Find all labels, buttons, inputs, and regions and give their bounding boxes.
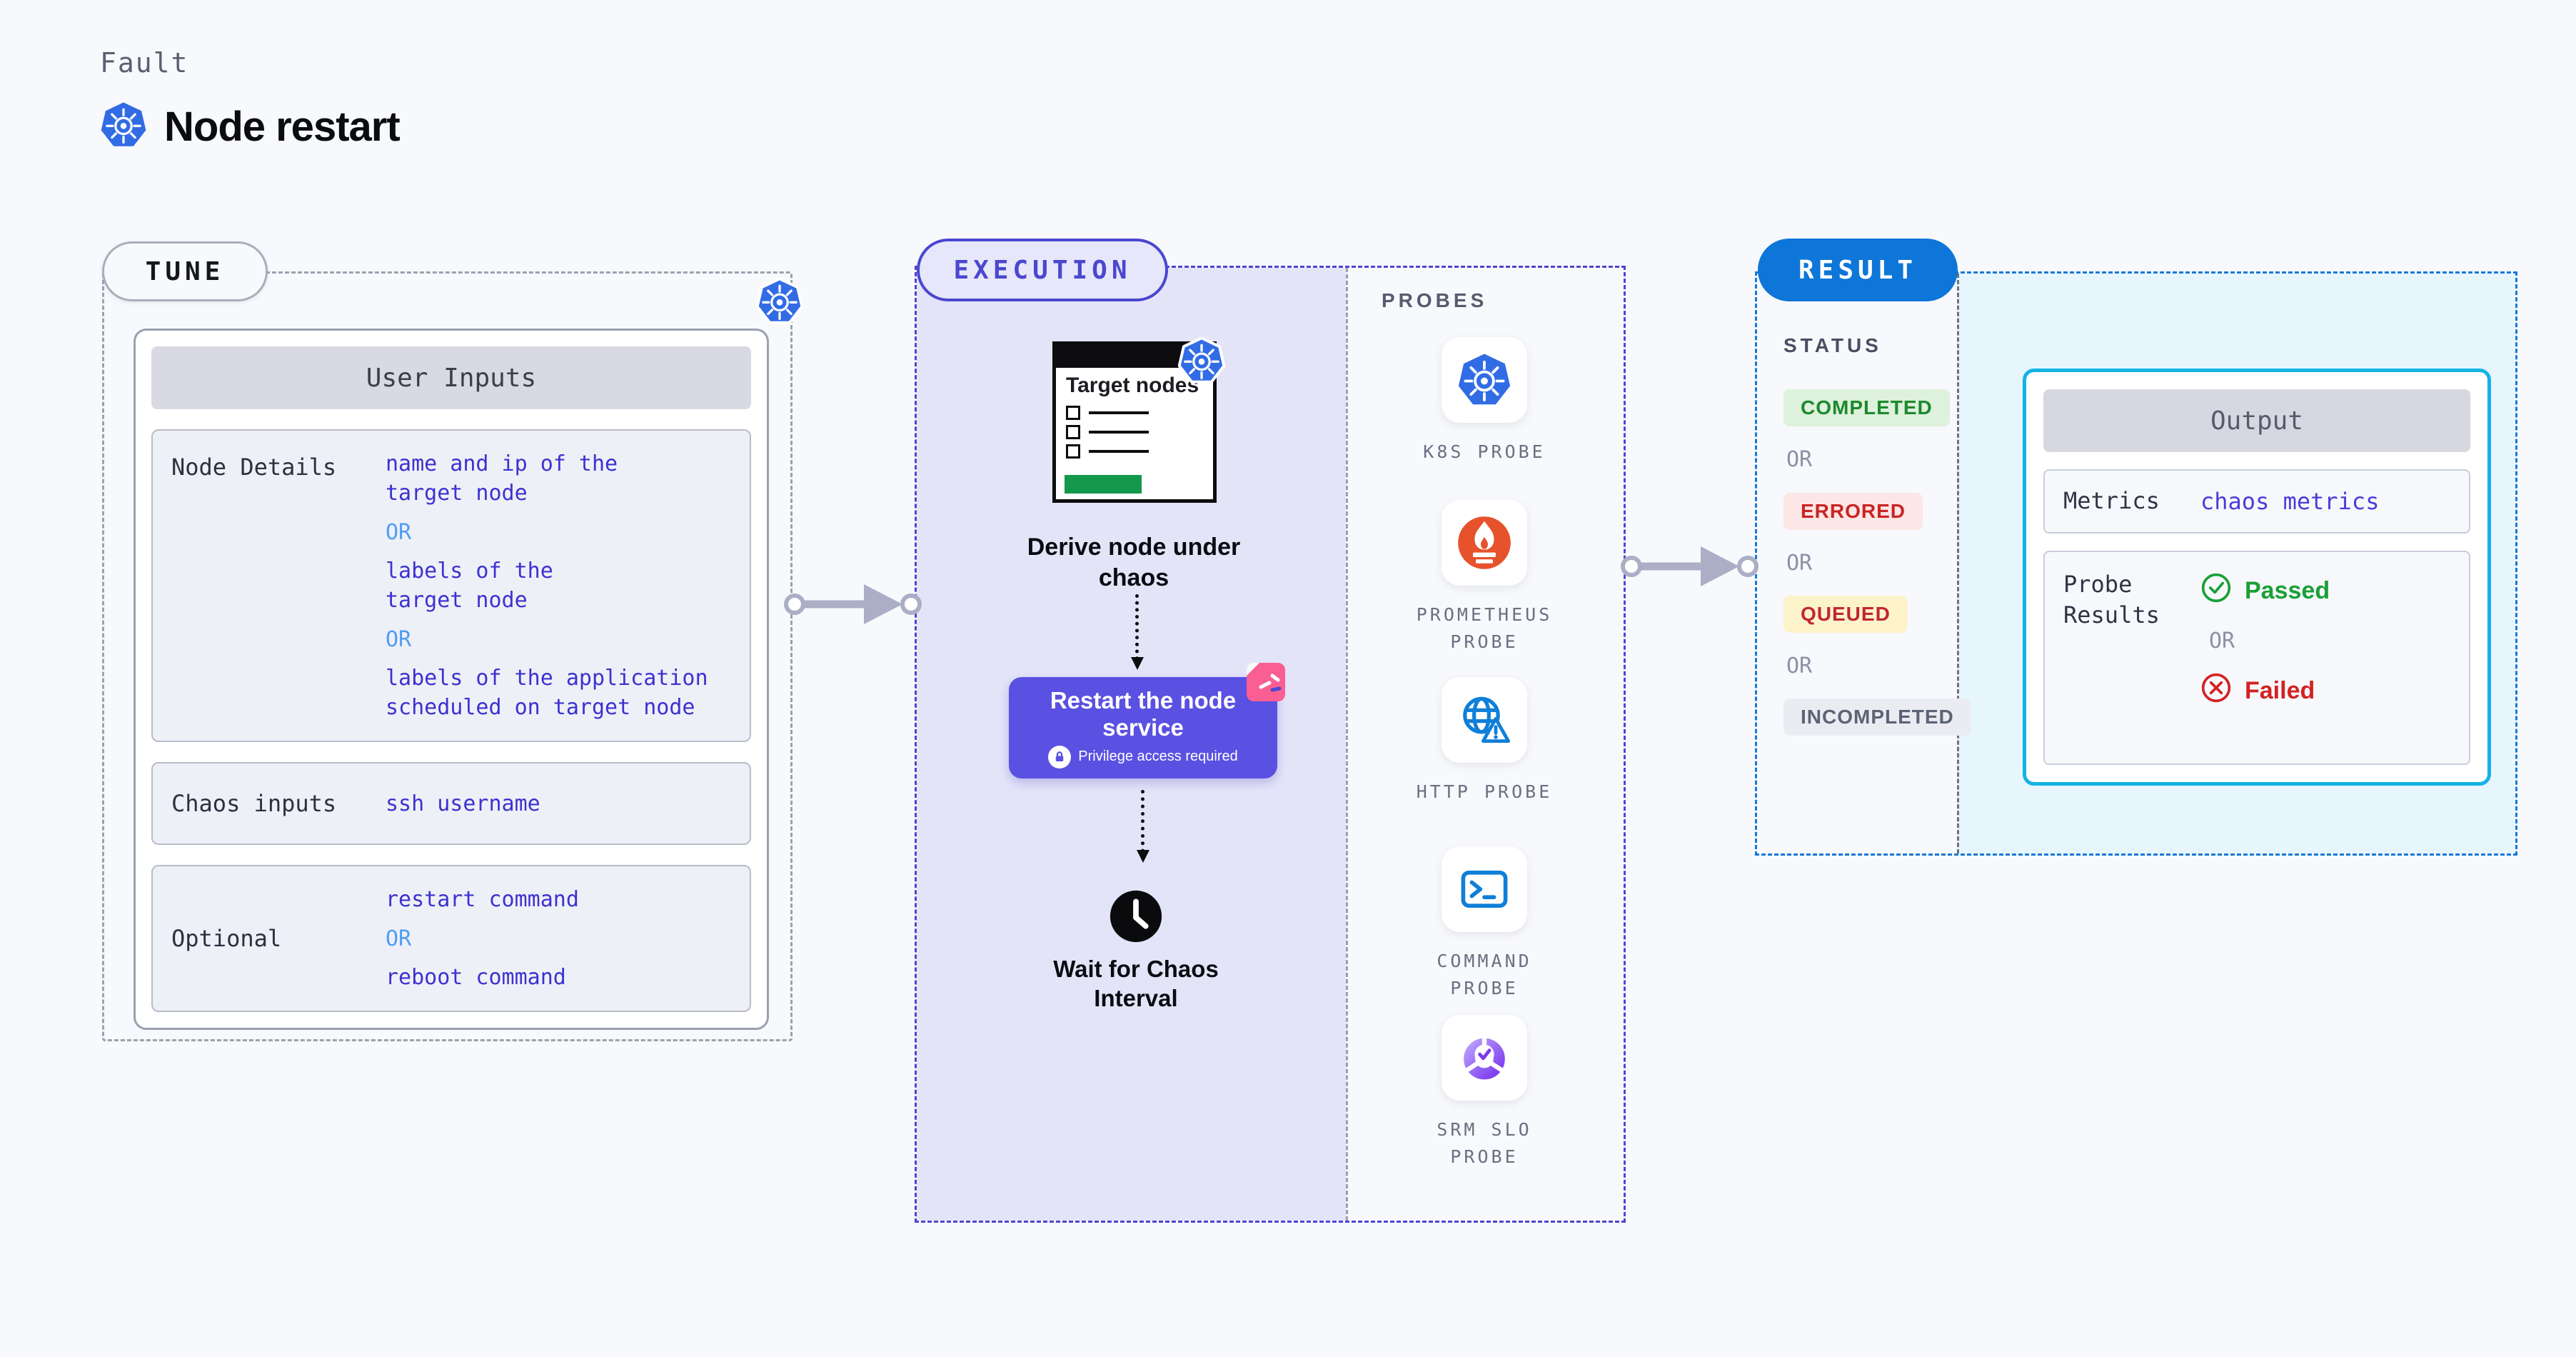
or-separator: OR <box>386 519 412 545</box>
probe-item-prometheus: PROMETHEUS PROBE <box>1399 500 1570 655</box>
row-value: labels of the target node <box>386 558 553 614</box>
checkbox-row <box>1056 424 1213 439</box>
chaos-fault-icon <box>1245 661 1287 703</box>
probe-item-srm-slo: SRM SLO PROBE <box>1399 1015 1570 1170</box>
probe-item-http: HTTP PROBE <box>1399 677 1570 806</box>
probe-label: SRM SLO PROBE <box>1437 1119 1532 1167</box>
status-badge-queued: QUEUED <box>1783 596 1908 633</box>
or-separator: OR <box>1786 447 1813 472</box>
kubernetes-icon <box>1178 337 1225 388</box>
status-badge-incompleted: INCOMPLETED <box>1783 698 1971 736</box>
tune-to-execution-arrow <box>784 579 924 634</box>
row-label: Node Details <box>171 454 337 481</box>
progress-bar <box>1065 475 1142 494</box>
checkbox-row <box>1056 444 1213 459</box>
clipboard-title: Target nodes <box>1066 374 1199 397</box>
or-separator: OR <box>1786 551 1813 576</box>
page-title: Node restart <box>164 104 401 150</box>
probe-results-label: Probe Results <box>2063 571 2160 629</box>
row-value: reboot command <box>386 964 566 990</box>
row-value: name and ip of the target node <box>386 451 618 506</box>
privilege-note: Privilege access required <box>1078 748 1238 765</box>
status-badge-completed: COMPLETED <box>1783 389 1950 426</box>
failed-label: Failed <box>2245 677 2315 704</box>
kubernetes-icon <box>756 278 803 329</box>
srm-slo-donut-check-icon <box>1442 1015 1527 1101</box>
probe-item-command: COMMAND PROBE <box>1399 846 1570 1001</box>
node-details-row: Node Details name and ip of the target n… <box>151 429 751 743</box>
probe-results-row: Probe Results Passed OR <box>2043 551 2470 765</box>
clock-icon <box>1105 886 1167 951</box>
row-value: restart command <box>386 887 579 913</box>
kubernetes-icon <box>100 101 147 152</box>
or-separator: OR <box>2209 629 2235 654</box>
probe-item-k8s: K8S PROBE <box>1399 337 1570 466</box>
output-card: Output Metrics chaos metrics Probe Resul… <box>2023 369 2491 786</box>
result-section-pill: RESULT <box>1758 239 1958 301</box>
status-badge-errored: ERRORED <box>1783 493 1923 530</box>
or-separator: OR <box>1786 654 1813 678</box>
fault-kicker: Fault <box>100 47 189 79</box>
flow-arrow-down <box>1137 790 1149 863</box>
checkbox-row <box>1056 405 1213 420</box>
or-separator: OR <box>386 926 412 951</box>
wait-chaos-interval-label: Wait for Chaos Interval <box>1053 956 1219 1012</box>
row-value: ssh username <box>386 791 540 816</box>
output-header: Output <box>2043 389 2470 452</box>
passed-label: Passed <box>2245 577 2330 604</box>
probe-label: HTTP PROBE <box>1416 781 1553 802</box>
command-terminal-icon <box>1442 846 1527 932</box>
restart-node-service-node: Restart the node service Privilege acces… <box>1009 677 1277 778</box>
kubernetes-probe-icon <box>1442 337 1527 423</box>
prometheus-probe-icon <box>1442 500 1527 586</box>
lock-icon <box>1048 745 1072 768</box>
metrics-row: Metrics chaos metrics <box>2043 469 2470 534</box>
row-value: labels of the application scheduled on t… <box>386 665 708 720</box>
status-heading: STATUS <box>1783 334 1882 356</box>
probe-label: COMMAND PROBE <box>1437 951 1532 998</box>
flow-arrow-down <box>1131 594 1144 670</box>
execution-probes-divider <box>1346 268 1348 1221</box>
metrics-label: Metrics <box>2063 487 2160 515</box>
probe-label: K8S PROBE <box>1423 441 1546 462</box>
tune-section-box <box>102 271 793 1041</box>
optional-row: Optional restart command OR reboot comma… <box>151 865 751 1013</box>
derive-node-step-label: Derive node under chaos <box>1027 534 1241 591</box>
or-separator: OR <box>386 626 412 652</box>
http-globe-warning-icon <box>1442 677 1527 763</box>
x-circle-icon <box>2200 672 2232 710</box>
execution-to-result-arrow <box>1621 541 1761 596</box>
row-label: Chaos inputs <box>171 790 337 818</box>
user-inputs-header: User Inputs <box>151 346 751 409</box>
tune-section-pill: TUNE <box>102 241 268 301</box>
metrics-value: chaos metrics <box>2200 488 2380 515</box>
execution-section-pill: EXECUTION <box>917 239 1168 301</box>
action-title: Restart the node service <box>1050 687 1237 741</box>
row-label: Optional <box>171 925 282 953</box>
chaos-inputs-row: Chaos inputs ssh username <box>151 762 751 846</box>
probes-heading: PROBES <box>1382 289 1488 311</box>
probe-label: PROMETHEUS PROBE <box>1416 604 1553 652</box>
status-output-divider <box>1957 274 1959 853</box>
user-inputs-card: User Inputs Node Details name and ip of … <box>134 329 769 1031</box>
check-circle-icon <box>2200 572 2232 610</box>
